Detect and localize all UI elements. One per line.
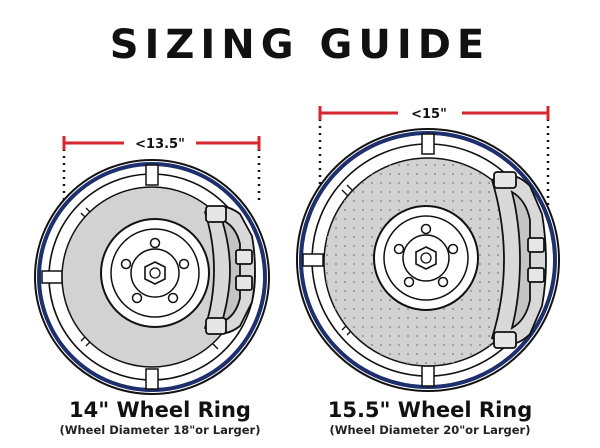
wheel-ring-14-diagram: <13.5" xyxy=(34,134,270,395)
ring-blue-band xyxy=(299,131,557,389)
ring-requirement: (Wheel Diameter 20"or Larger) xyxy=(329,423,531,437)
ring-tab xyxy=(145,368,159,390)
wheel-ring-15-5-diagram: <15" xyxy=(296,104,560,392)
ring-caption-15-5: 15.5" Wheel Ring (Wheel Diameter 20"or L… xyxy=(300,398,560,437)
brake-caliper xyxy=(490,171,547,349)
ring-name: 15.5" Wheel Ring xyxy=(327,398,533,422)
page-title: SIZING GUIDE xyxy=(109,22,491,68)
ring-blue-band xyxy=(37,162,267,392)
ring-caption-14: 14" Wheel Ring (Wheel Diameter 18"or Lar… xyxy=(40,398,280,437)
dimension-label-bg xyxy=(124,134,196,152)
ring-tab xyxy=(145,164,159,186)
ring-tab xyxy=(421,365,435,387)
ring-requirement: (Wheel Diameter 18"or Larger) xyxy=(59,423,261,437)
ring-tab xyxy=(41,270,63,284)
ring-name: 14" Wheel Ring xyxy=(69,398,251,422)
dimension-label-15-5: <15" xyxy=(411,107,447,122)
ring-tab xyxy=(421,133,435,155)
dimension-label-14: <13.5" xyxy=(135,137,185,152)
brake-caliper xyxy=(203,205,256,335)
dimension-label-bg xyxy=(398,104,462,122)
ring-tab xyxy=(302,253,324,267)
